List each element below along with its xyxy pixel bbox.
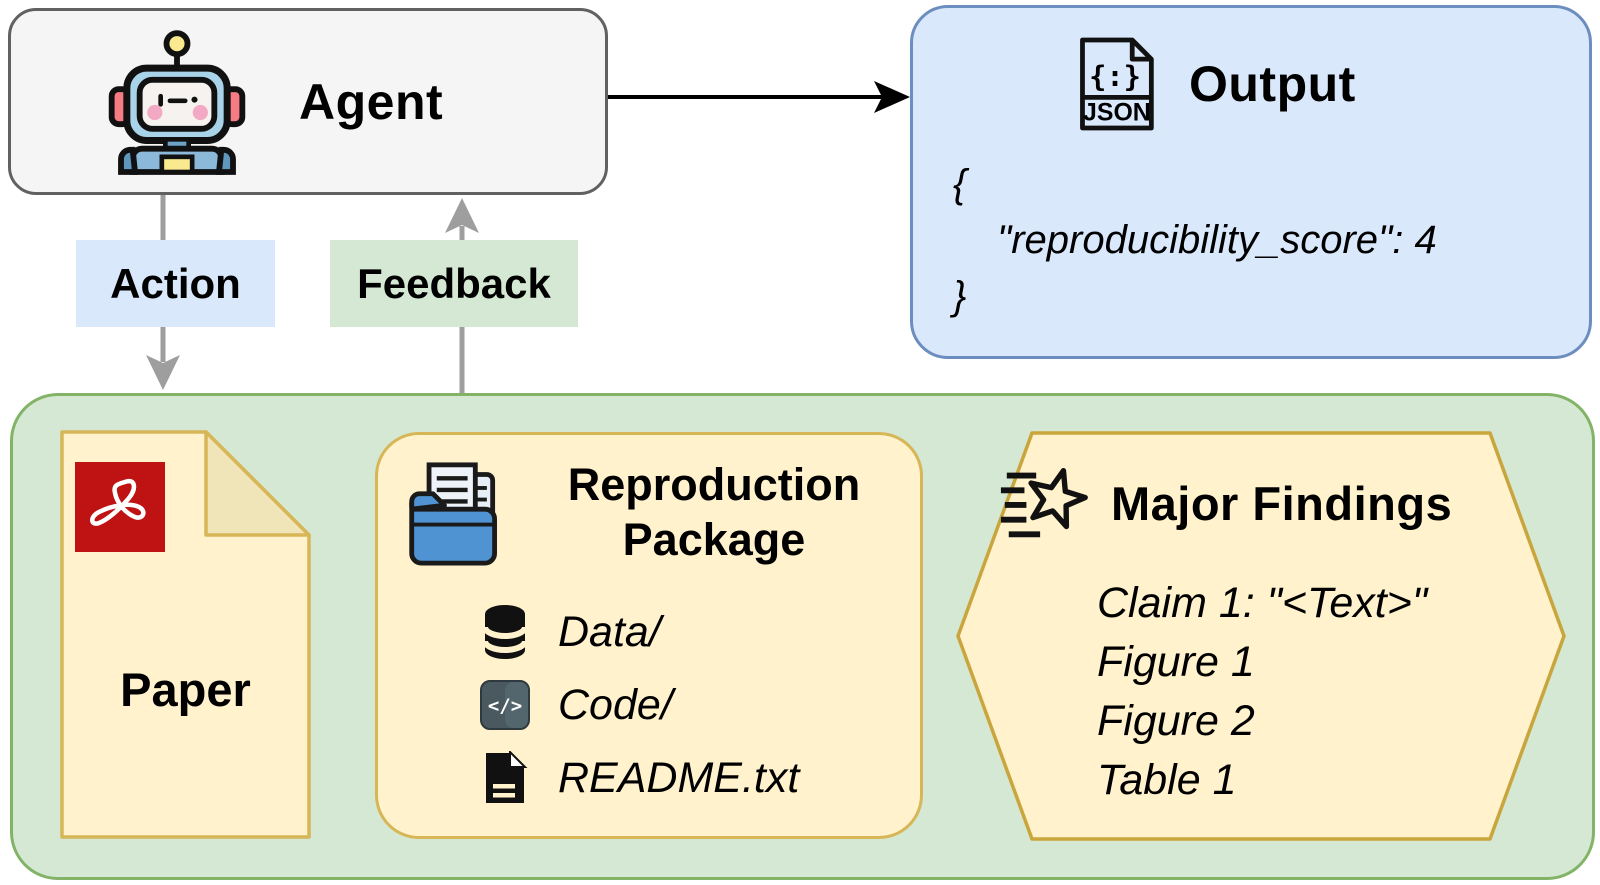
shooting-star-icon <box>1000 467 1088 538</box>
package-file-list: Data/ </> Code/ <box>478 603 799 807</box>
findings-list: Claim 1: "<Text>" Figure 1 Figure 2 Tabl… <box>1097 574 1427 810</box>
list-item: Data/ <box>478 603 799 661</box>
json-file-icon: {:} JSON <box>1080 37 1154 131</box>
finding-item: Figure 1 <box>1097 638 1255 686</box>
finding-item: Figure 2 <box>1097 697 1255 745</box>
agent-label: Agent <box>299 73 444 130</box>
agent-box: Agent <box>8 8 608 195</box>
list-item-label: Data/ <box>558 607 661 656</box>
svg-text:</>: </> <box>488 695 522 717</box>
finding-item: Claim 1: "<Text>" <box>1097 579 1428 627</box>
agent-to-output-arrow <box>607 81 910 113</box>
json-close-brace: } <box>953 274 967 318</box>
major-findings-hexagon: Major Findings Claim 1: "<Text>" Figure … <box>955 430 1567 842</box>
list-item-label: README.txt <box>558 753 800 802</box>
folder-documents-icon <box>409 462 497 566</box>
output-box: {:} JSON Output { "reproducibility_score… <box>910 5 1592 359</box>
package-title: Reproduction Package <box>567 459 861 565</box>
pdf-icon <box>75 462 165 552</box>
finding-item: Table 1 <box>1097 756 1237 804</box>
reproduction-package-box: Reproduction Package Data/ <box>375 432 923 839</box>
robot-icon <box>108 29 246 175</box>
database-icon <box>478 603 532 661</box>
json-score-line: "reproducibility_score": 4 <box>997 218 1437 262</box>
list-item: README.txt <box>478 749 799 807</box>
list-item-label: Code/ <box>558 680 673 729</box>
paper-label: Paper <box>120 663 251 716</box>
findings-title: Major Findings <box>1111 476 1453 530</box>
output-json-code: { "reproducibility_score": 4 } <box>953 156 1437 324</box>
action-label: Action <box>76 240 275 327</box>
json-open-brace: { <box>953 162 967 206</box>
svg-text:JSON: JSON <box>1083 98 1151 126</box>
paper-document: Paper <box>60 430 311 839</box>
readme-file-icon <box>478 749 532 807</box>
list-item: </> Code/ <box>478 676 799 734</box>
feedback-label: Feedback <box>330 240 578 327</box>
svg-text:{:}: {:} <box>1089 59 1141 93</box>
code-icon: </> <box>478 676 532 734</box>
output-title: Output <box>1189 56 1356 112</box>
